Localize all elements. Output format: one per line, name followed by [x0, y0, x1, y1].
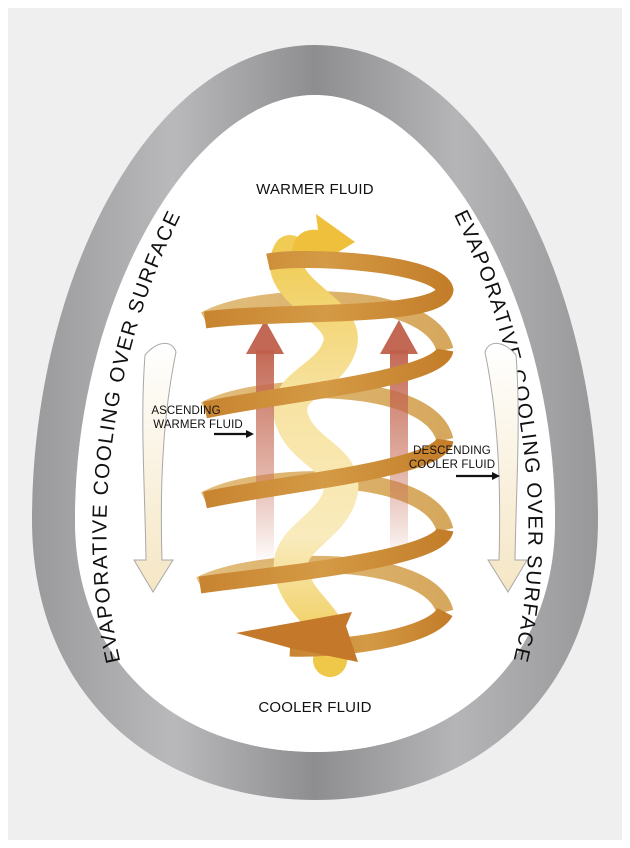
core-top-arrowhead [291, 214, 355, 268]
cooling-arrow-right [484, 342, 528, 593]
ascending-pointer-arrow [214, 430, 254, 438]
cooling-arrow-left [133, 342, 177, 593]
helix-bottom-arrowhead [236, 612, 358, 662]
top-label: WARMER FLUID [256, 181, 374, 198]
bottom-label: COOLER FLUID [258, 699, 371, 716]
ascending-label-line1: ASCENDING [151, 405, 220, 417]
ascending-label-line2: WARMER FLUID [153, 419, 243, 431]
descending-label-line2: COOLER FLUID [409, 459, 495, 471]
descending-pointer-arrow [456, 472, 500, 480]
descending-label-line1: DESCENDING [413, 445, 491, 457]
